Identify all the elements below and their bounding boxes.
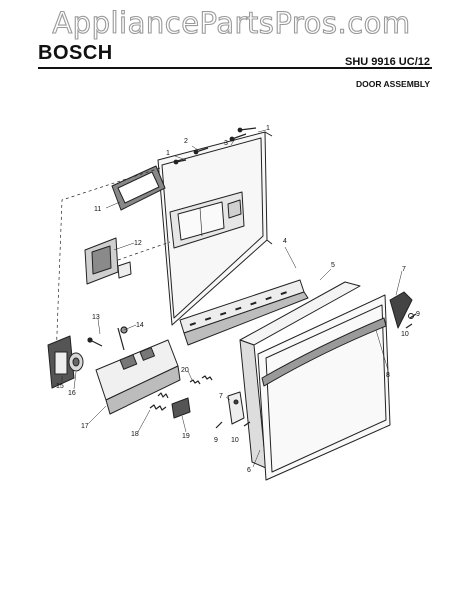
callout-13: 13 — [92, 314, 100, 321]
control-module — [95, 339, 181, 415]
callout-15: 15 — [56, 383, 64, 390]
callout-18: 18 — [131, 431, 139, 438]
callout-12: 12 — [134, 240, 142, 247]
callout-7a: 7 — [402, 266, 406, 273]
callout-8: 8 — [386, 372, 390, 379]
control-fasteners — [87, 326, 128, 351]
callout-10b: 10 — [231, 437, 239, 444]
callout-19: 19 — [182, 433, 190, 440]
door-latch — [171, 397, 191, 419]
callout-1b: 1 — [266, 125, 270, 132]
door-screws — [173, 127, 257, 165]
trim-strip — [179, 279, 309, 346]
callout-3: 3 — [224, 140, 228, 147]
callout-10a: 10 — [401, 331, 409, 338]
latch-springs — [189, 375, 213, 385]
end-cap-screws — [215, 313, 417, 429]
callout-16: 16 — [68, 390, 76, 397]
end-cap-left — [227, 391, 245, 425]
header-rule — [38, 67, 432, 69]
callout-6: 6 — [247, 467, 251, 474]
callout-9a: 9 — [416, 311, 420, 318]
springs — [149, 392, 169, 411]
end-cap-right — [389, 291, 414, 329]
callout-labels: 1 2 3 1 11 12 4 5 7 9 10 13 14 15 16 17 … — [56, 125, 420, 474]
model-number: SHU 9916 UC/12 — [345, 56, 430, 68]
callout-11: 11 — [94, 206, 101, 213]
callout-7b: 7 — [219, 393, 223, 400]
callout-20: 20 — [181, 367, 189, 374]
section-title: DOOR ASSEMBLY — [356, 79, 430, 89]
front-door-panel — [257, 294, 391, 481]
dispenser-gasket — [111, 165, 166, 211]
callout-9b: 9 — [214, 437, 218, 444]
watermark: AppliancePartsPros.com — [52, 5, 411, 40]
inner-door-panel — [157, 131, 273, 326]
callout-5: 5 — [331, 262, 335, 269]
rinse-aid-cover — [84, 237, 132, 285]
callout-14: 14 — [136, 322, 144, 329]
selector-knob — [68, 352, 84, 372]
brand-logo: BOSCH — [38, 42, 113, 64]
callout-1a: 1 — [166, 150, 170, 157]
callout-2: 2 — [184, 138, 188, 145]
callout-leaders — [61, 129, 403, 468]
callout-4: 4 — [283, 238, 287, 245]
switch-housing — [47, 335, 75, 389]
callout-17: 17 — [81, 423, 89, 430]
